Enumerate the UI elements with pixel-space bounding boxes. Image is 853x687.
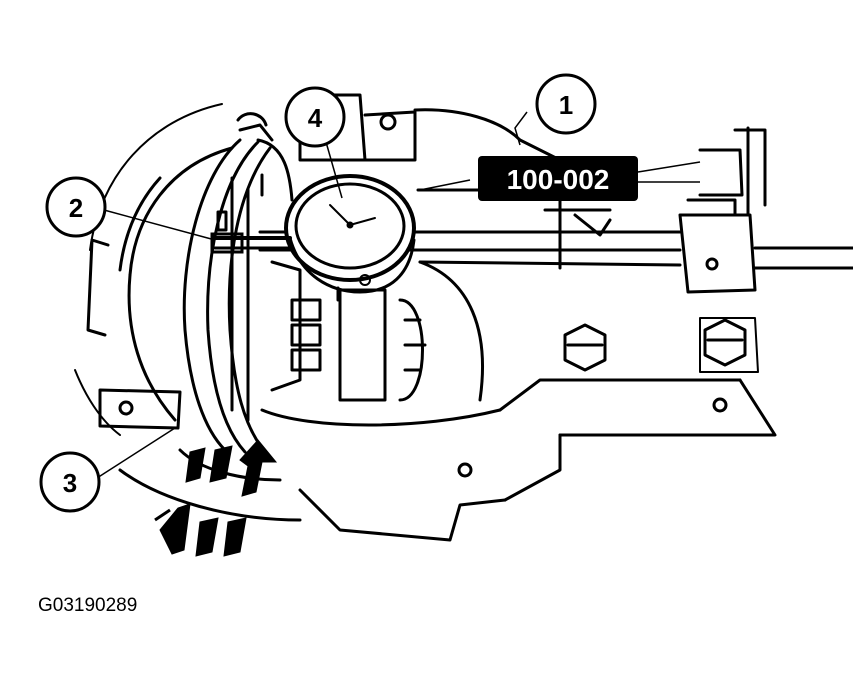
callout-1-label: 1 — [559, 90, 573, 120]
figure-id: G03190289 — [38, 595, 137, 616]
tool-number-text: 100-002 — [507, 164, 610, 195]
rotation-arrows — [154, 439, 278, 557]
callout-4-label: 4 — [308, 103, 323, 133]
callout-2-label: 2 — [69, 193, 83, 223]
dial-indicator-gauge — [210, 174, 416, 302]
tool-number-label: 100-002 — [478, 156, 638, 201]
differential-housing-illustration — [74, 93, 853, 542]
callout-3: 3 — [39, 451, 101, 513]
callout-2: 2 — [45, 176, 107, 238]
callout-4: 4 — [284, 86, 346, 148]
callout-1: 1 — [535, 73, 597, 135]
callout-3-label: 3 — [63, 468, 77, 498]
